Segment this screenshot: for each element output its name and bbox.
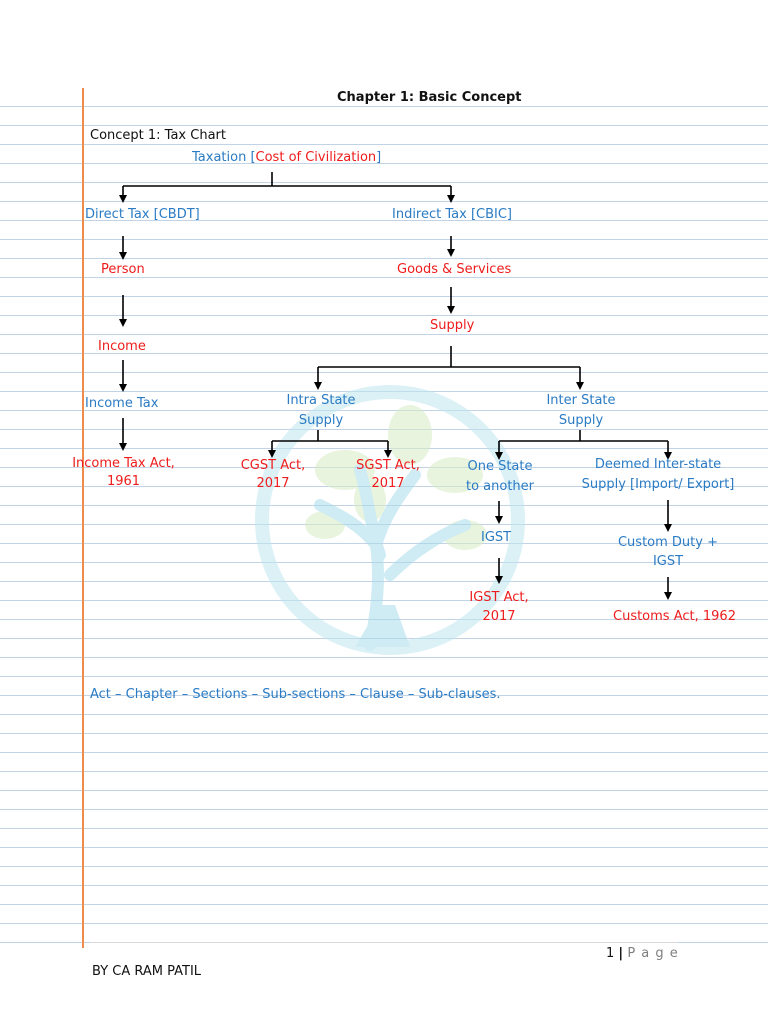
intra-state-line2: Supply xyxy=(298,413,344,428)
one-state-line1: One State xyxy=(467,459,533,474)
indirect-tax-node: Indirect Tax [CBIC] xyxy=(392,207,513,222)
supply-node: Supply xyxy=(430,318,475,333)
custom-duty-node: Custom Duty + IGST xyxy=(615,534,721,571)
chapter-title: Chapter 1: Basic Concept xyxy=(337,90,522,105)
taxation-root-prefix: Taxation [ xyxy=(192,150,256,165)
goods-services-node: Goods & Services xyxy=(397,262,512,277)
sgst-act-line2: 2017 xyxy=(371,476,405,491)
custom-duty-line1: Custom Duty + xyxy=(617,535,718,550)
hierarchy-note: Act – Chapter – Sections – Sub-sections … xyxy=(90,687,501,702)
deemed-line1: Deemed Inter-state xyxy=(594,457,722,472)
cgst-act-line1: CGST Act, xyxy=(240,458,306,473)
income-tax-act-node: Income Tax Act, 1961 xyxy=(66,455,181,491)
income-tax-node: Income Tax xyxy=(85,396,159,411)
page-footer-label: 1 | P a g e xyxy=(606,945,679,963)
page-number: 1 xyxy=(606,946,615,961)
igst-node: IGST xyxy=(481,530,512,545)
sgst-act-line1: SGST Act, xyxy=(356,458,420,473)
custom-duty-line2: IGST xyxy=(652,554,684,569)
igst-act-node: IGST Act, 2017 xyxy=(458,589,540,626)
intra-state-line1: Intra State xyxy=(286,393,356,408)
inter-state-line1: Inter State xyxy=(546,393,616,408)
taxation-root-suffix: ] xyxy=(376,150,382,165)
page-word: P a g e xyxy=(627,946,679,961)
margin-line xyxy=(82,88,84,948)
inter-state-supply-node: Inter State Supply xyxy=(535,392,627,430)
igst-act-line1: IGST Act, xyxy=(469,590,529,605)
inter-state-line2: Supply xyxy=(558,413,604,428)
deemed-line2: Supply [Import/ Export] xyxy=(581,477,735,492)
person-node: Person xyxy=(101,262,145,277)
one-state-to-another-node: One State to another xyxy=(457,458,543,496)
sgst-act-node: SGST Act, 2017 xyxy=(347,457,429,493)
direct-tax-node: Direct Tax [CBDT] xyxy=(85,207,200,222)
cgst-act-line2: 2017 xyxy=(256,476,290,491)
taxation-root: Taxation [Cost of Civilization] xyxy=(192,149,381,167)
concept-label: Concept 1: Tax Chart xyxy=(90,128,226,143)
page-separator: | xyxy=(618,946,624,961)
taxation-root-definition: Cost of Civilization xyxy=(255,150,377,165)
customs-act-node: Customs Act, 1962 xyxy=(613,609,736,624)
cgst-act-node: CGST Act, 2017 xyxy=(232,457,314,493)
one-state-line2: to another xyxy=(465,479,535,494)
intra-state-supply-node: Intra State Supply xyxy=(275,392,367,430)
footer-divider xyxy=(90,942,678,943)
author-credit: BY CA RAM PATIL xyxy=(92,964,202,979)
income-tax-act-line2: 1961 xyxy=(106,474,141,489)
income-tax-act-line1: Income Tax Act, xyxy=(72,456,175,471)
deemed-inter-state-node: Deemed Inter-state Supply [Import/ Expor… xyxy=(570,456,746,494)
tree-icon xyxy=(255,385,525,655)
igst-act-line2: 2017 xyxy=(482,609,516,624)
income-node: Income xyxy=(98,339,146,354)
